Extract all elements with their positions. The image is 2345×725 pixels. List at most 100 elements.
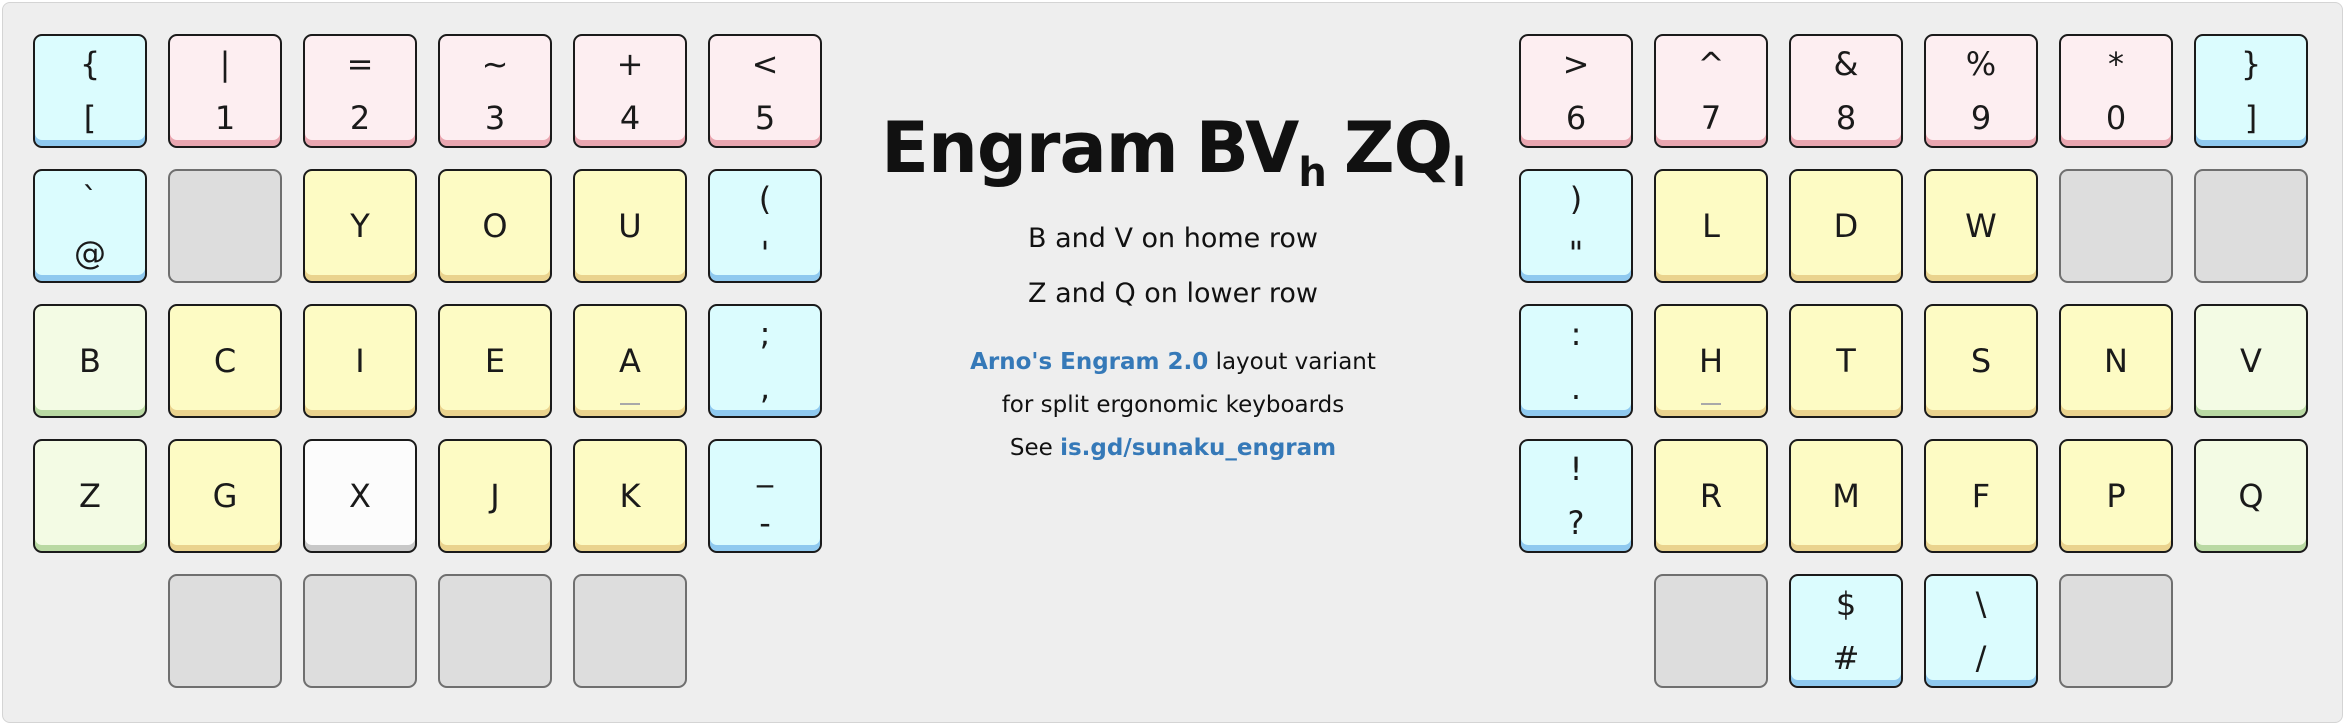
- key-right-r2-c3[interactable]: S: [1924, 304, 2038, 418]
- key-right-r0-c2[interactable]: &8: [1789, 34, 1903, 148]
- key-bottom-legend: ?: [1567, 504, 1585, 542]
- key-right-r0-c5[interactable]: }]: [2194, 34, 2308, 148]
- key-top-legend: %: [1965, 45, 1997, 83]
- key-left-r3-c3[interactable]: J: [438, 439, 552, 553]
- key-right-r0-c0[interactable]: >6: [1519, 34, 1633, 148]
- key-left-r2-c1[interactable]: C: [168, 304, 282, 418]
- key-right-r4-c1[interactable]: [1654, 574, 1768, 688]
- key-left-r1-c4[interactable]: U: [573, 169, 687, 283]
- key-legend: Y: [350, 207, 370, 245]
- key-right-r1-c1[interactable]: L: [1654, 169, 1768, 283]
- key-legend: L: [1702, 207, 1720, 245]
- key-legend: G: [212, 477, 238, 515]
- key-legend: F: [1971, 477, 1991, 515]
- key-right-r0-c4[interactable]: *0: [2059, 34, 2173, 148]
- key-bottom-legend: ]: [2244, 99, 2258, 137]
- key-left-r1-c0[interactable]: `@: [33, 169, 147, 283]
- key-bottom-legend: 5: [754, 99, 776, 137]
- key-left-r0-c1[interactable]: |1: [168, 34, 282, 148]
- layout-info-panel: Engram BV h ZQ l B and V on home row Z a…: [833, 113, 1513, 470]
- key-right-r1-c0[interactable]: )": [1519, 169, 1633, 283]
- key-legend: W: [1965, 207, 1997, 245]
- key-bottom-legend: #: [1832, 639, 1860, 677]
- key-left-r0-c2[interactable]: =2: [303, 34, 417, 148]
- key-legend: N: [2104, 342, 2128, 380]
- key-right-r2-c1[interactable]: H: [1654, 304, 1768, 418]
- key-legend: D: [1833, 207, 1859, 245]
- key-right-r4-c2[interactable]: $#: [1789, 574, 1903, 688]
- key-right-r2-c4[interactable]: N: [2059, 304, 2173, 418]
- key-right-r2-c0[interactable]: :.: [1519, 304, 1633, 418]
- key-left-r2-c5[interactable]: ;,: [708, 304, 822, 418]
- key-left-r3-c0[interactable]: Z: [33, 439, 147, 553]
- key-left-r0-c3[interactable]: ~3: [438, 34, 552, 148]
- key-left-r1-c2[interactable]: Y: [303, 169, 417, 283]
- key-left-r2-c2[interactable]: I: [303, 304, 417, 418]
- info-text-1: layout variant: [1208, 349, 1376, 375]
- key-top-legend: :: [1570, 315, 1582, 353]
- engram-link[interactable]: Arno's Engram 2.0: [970, 349, 1209, 375]
- key-left-r2-c0[interactable]: B: [33, 304, 147, 418]
- key-legend: E: [484, 342, 506, 380]
- key-legend: H: [1698, 342, 1724, 380]
- key-top-legend: _: [757, 450, 773, 488]
- key-right-r3-c3[interactable]: F: [1924, 439, 2038, 553]
- key-left-r1-c5[interactable]: (': [708, 169, 822, 283]
- title-sub2: l: [1452, 150, 1466, 196]
- key-left-r3-c5[interactable]: _-: [708, 439, 822, 553]
- key-bottom-legend: 8: [1835, 99, 1857, 137]
- key-legend: K: [619, 477, 641, 515]
- key-left-r3-c2[interactable]: X: [303, 439, 417, 553]
- key-legend: R: [1699, 477, 1723, 515]
- key-right-r3-c5[interactable]: Q: [2194, 439, 2308, 553]
- key-left-r3-c4[interactable]: K: [573, 439, 687, 553]
- key-left-r0-c5[interactable]: <5: [708, 34, 822, 148]
- key-top-legend: &: [1833, 45, 1859, 83]
- key-left-r0-c0[interactable]: {[: [33, 34, 147, 148]
- key-left-r1-c1[interactable]: [168, 169, 282, 283]
- key-right-r4-c4[interactable]: [2059, 574, 2173, 688]
- key-right-r1-c5[interactable]: [2194, 169, 2308, 283]
- key-top-legend: +: [616, 45, 644, 83]
- sunaku-link[interactable]: is.gd/sunaku_engram: [1060, 435, 1337, 461]
- key-right-r3-c2[interactable]: M: [1789, 439, 1903, 553]
- title-part1: BV: [1195, 107, 1300, 189]
- key-left-r0-c4[interactable]: +4: [573, 34, 687, 148]
- key-bottom-legend: 4: [619, 99, 641, 137]
- key-top-legend: {: [79, 45, 101, 83]
- key-right-r1-c3[interactable]: W: [1924, 169, 2038, 283]
- key-right-r1-c4[interactable]: [2059, 169, 2173, 283]
- key-right-r3-c1[interactable]: R: [1654, 439, 1768, 553]
- key-right-r1-c2[interactable]: D: [1789, 169, 1903, 283]
- key-top-legend: (: [758, 180, 772, 218]
- key-top-legend: `: [82, 180, 98, 218]
- key-bottom-legend: 0: [2105, 99, 2127, 137]
- key-legend: C: [213, 342, 237, 380]
- key-top-legend: *: [2108, 45, 2124, 83]
- key-left-r3-c1[interactable]: G: [168, 439, 282, 553]
- key-legend: V: [2240, 342, 2262, 380]
- key-left-r4-c4[interactable]: [573, 574, 687, 688]
- key-left-r2-c4[interactable]: A: [573, 304, 687, 418]
- key-right-r3-c0[interactable]: !?: [1519, 439, 1633, 553]
- layout-title: Engram BV h ZQ l: [881, 107, 1466, 211]
- key-left-r1-c3[interactable]: O: [438, 169, 552, 283]
- key-legend: X: [349, 477, 371, 515]
- key-right-r0-c3[interactable]: %9: [1924, 34, 2038, 148]
- key-bottom-legend: ,: [759, 369, 771, 407]
- key-bottom-legend: [: [83, 99, 97, 137]
- key-left-r2-c3[interactable]: E: [438, 304, 552, 418]
- key-left-r4-c2[interactable]: [303, 574, 417, 688]
- key-left-r4-c1[interactable]: [168, 574, 282, 688]
- key-right-r3-c4[interactable]: P: [2059, 439, 2173, 553]
- key-legend: A: [619, 342, 641, 380]
- key-right-r4-c3[interactable]: \/: [1924, 574, 2038, 688]
- homing-bump-icon: [620, 403, 640, 405]
- key-legend: S: [1970, 342, 1992, 380]
- homing-bump-icon: [1701, 403, 1721, 405]
- key-right-r0-c1[interactable]: ^7: [1654, 34, 1768, 148]
- key-legend: J: [490, 477, 500, 515]
- key-left-r4-c3[interactable]: [438, 574, 552, 688]
- key-right-r2-c5[interactable]: V: [2194, 304, 2308, 418]
- key-right-r2-c2[interactable]: T: [1789, 304, 1903, 418]
